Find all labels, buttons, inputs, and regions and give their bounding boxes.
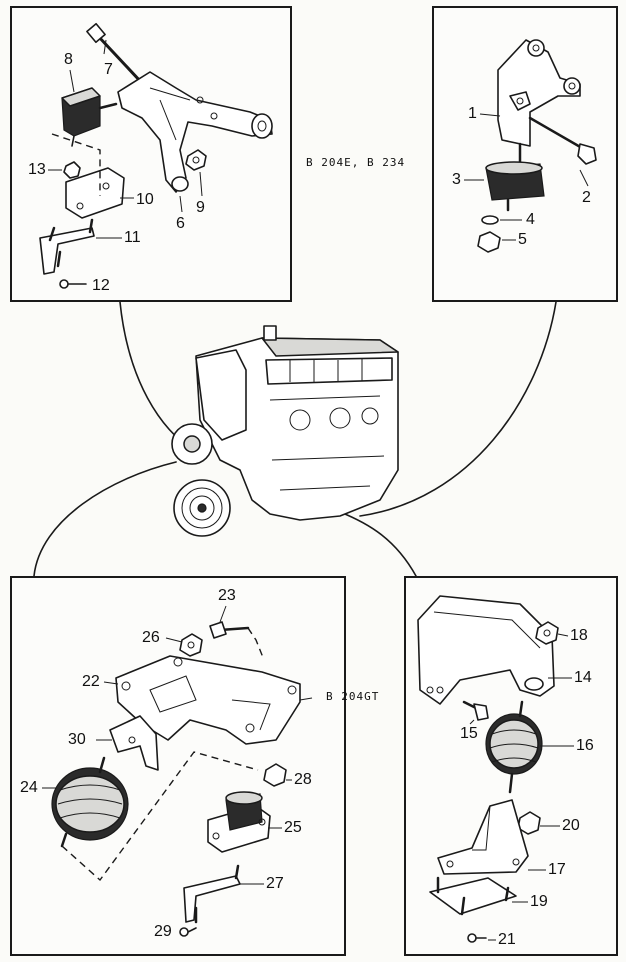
bracket-11 bbox=[39, 218, 95, 275]
front-bracket-6 bbox=[117, 71, 273, 193]
callout-18: 18 bbox=[570, 627, 588, 644]
callout-29: 29 bbox=[154, 923, 172, 940]
engine-block bbox=[171, 325, 399, 537]
callout-28: 28 bbox=[294, 771, 312, 788]
panel-bottom-left bbox=[10, 576, 346, 956]
callout-7: 7 bbox=[104, 61, 113, 78]
rubber-mount-3 bbox=[485, 142, 545, 212]
callout-6: 6 bbox=[176, 215, 185, 232]
bolt-2 bbox=[528, 116, 597, 165]
caption-variant-bottom: B 204GT bbox=[326, 690, 380, 703]
callout-23: 23 bbox=[218, 587, 236, 604]
nut-13 bbox=[63, 161, 81, 179]
plate-19 bbox=[429, 876, 517, 916]
callout-27: 27 bbox=[266, 875, 284, 892]
nut-5 bbox=[477, 231, 501, 253]
plate-30 bbox=[109, 715, 159, 771]
plate-10 bbox=[65, 167, 125, 219]
callout-2: 2 bbox=[582, 189, 591, 206]
callout-19: 19 bbox=[530, 893, 548, 910]
callout-12: 12 bbox=[92, 277, 110, 294]
bolt-21 bbox=[467, 933, 487, 943]
rubber-mount-24 bbox=[51, 756, 129, 848]
callout-10: 10 bbox=[136, 191, 154, 208]
bolt-23 bbox=[209, 621, 250, 639]
bolt-12 bbox=[59, 279, 87, 289]
callout-11: 11 bbox=[124, 229, 141, 246]
nut-28 bbox=[263, 763, 287, 787]
callout-4: 4 bbox=[526, 211, 535, 228]
callout-9: 9 bbox=[196, 199, 205, 216]
bolt-15 bbox=[462, 700, 489, 721]
nut-9 bbox=[185, 149, 207, 171]
rubber-mount-25 bbox=[207, 791, 271, 853]
rubber-mount-16 bbox=[485, 700, 543, 794]
bracket-17 bbox=[437, 799, 529, 875]
nut-18 bbox=[535, 621, 559, 645]
callout-20: 20 bbox=[562, 817, 580, 834]
connector-curve-bottom-right bbox=[339, 511, 417, 577]
callout-8: 8 bbox=[64, 51, 73, 68]
callout-5: 5 bbox=[518, 231, 527, 248]
nut-26 bbox=[179, 633, 203, 657]
callout-22: 22 bbox=[82, 673, 100, 690]
caption-variant-top: B 204E, B 234 bbox=[306, 156, 406, 169]
connector-curve-top-right bbox=[359, 301, 557, 517]
callout-25: 25 bbox=[284, 819, 302, 836]
callout-21: 21 bbox=[498, 931, 516, 948]
callout-16: 16 bbox=[576, 737, 594, 754]
callout-15: 15 bbox=[460, 725, 478, 742]
callout-13: 13 bbox=[28, 161, 46, 178]
callout-26: 26 bbox=[142, 629, 160, 646]
connector-curve-bottom-left bbox=[33, 461, 177, 577]
callout-14: 14 bbox=[574, 669, 592, 686]
callout-3: 3 bbox=[452, 171, 461, 188]
callout-24: 24 bbox=[20, 779, 38, 796]
bracket-1 bbox=[497, 39, 581, 147]
washer-4 bbox=[481, 215, 499, 225]
bracket-27 bbox=[183, 864, 241, 924]
bolt-29 bbox=[179, 927, 197, 937]
rubber-mount-8 bbox=[61, 87, 118, 147]
callout-17: 17 bbox=[548, 861, 566, 878]
callout-1: 1 bbox=[468, 105, 477, 122]
callout-30: 30 bbox=[68, 731, 86, 748]
bracket-14 bbox=[417, 595, 555, 705]
